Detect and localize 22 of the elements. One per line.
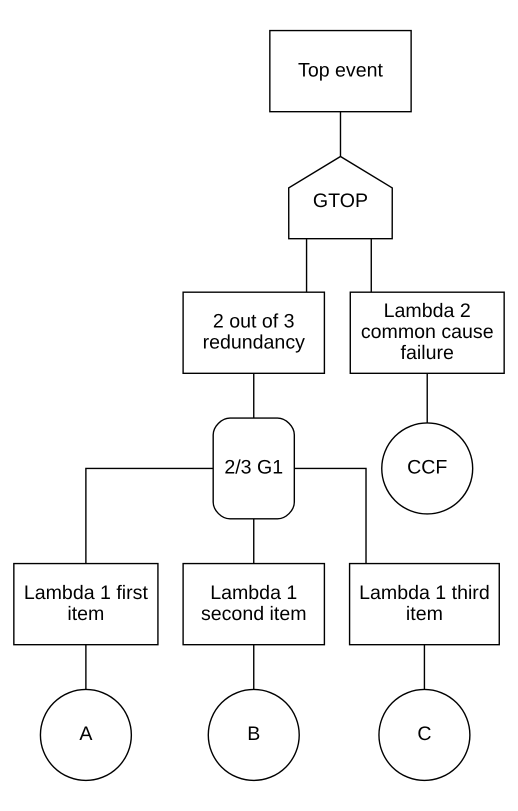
node-box: Lambda 2 common cause failure (350, 292, 505, 374)
connector (370, 239, 372, 292)
node-circle: B (208, 688, 300, 782)
connector (340, 112, 342, 156)
node-box: Lambda 1 second item (182, 562, 326, 646)
connector (294, 468, 367, 564)
node-box: Lambda 1 first item (13, 562, 159, 646)
node-box: 2/3 G1 (212, 417, 296, 520)
connector (426, 373, 428, 423)
connector (253, 373, 254, 418)
node-circle: A (40, 688, 132, 782)
connector (424, 644, 426, 690)
node-box: Lambda 1 third item (348, 562, 500, 646)
node-circle: CCF (381, 422, 474, 515)
connector (85, 468, 214, 564)
connector (253, 518, 254, 564)
connector (85, 644, 87, 690)
connector (253, 644, 254, 690)
node-circle: C (378, 688, 471, 782)
node-box: Top event (269, 30, 412, 112)
node-box: 2 out of 3 redundancy (182, 292, 326, 374)
connector (306, 239, 308, 292)
